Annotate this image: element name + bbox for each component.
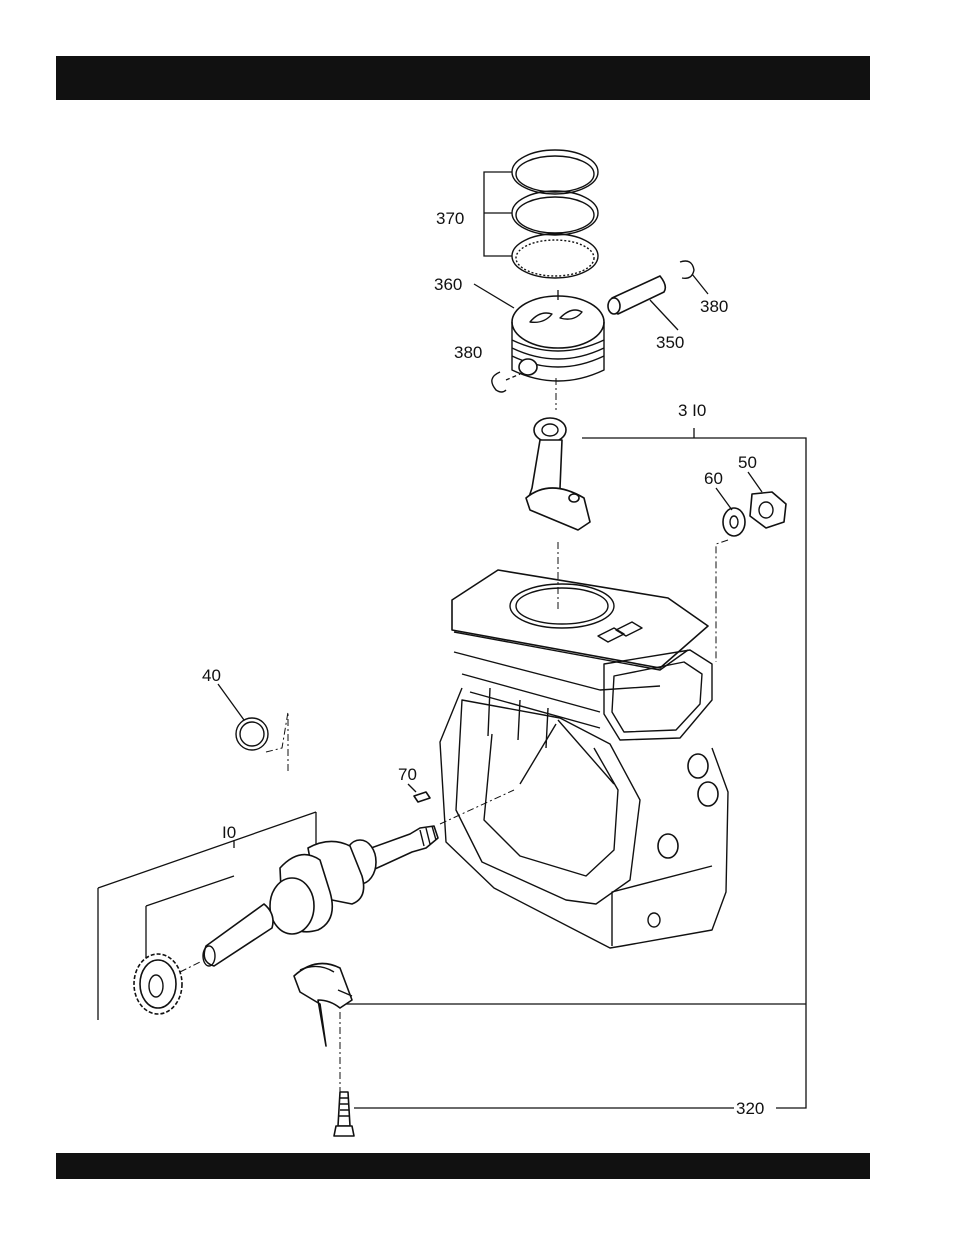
callout-310: 3 I0 bbox=[678, 401, 706, 420]
leader-360 bbox=[474, 284, 514, 308]
callout-70: 70 bbox=[398, 765, 417, 784]
piston bbox=[512, 290, 604, 381]
circlip-right bbox=[680, 261, 694, 278]
timing-gear bbox=[134, 954, 182, 1014]
cap-bolt bbox=[334, 1092, 354, 1136]
leader-60 bbox=[716, 488, 732, 510]
nut bbox=[750, 492, 786, 528]
leader-40 bbox=[218, 684, 244, 720]
callout-360: 360 bbox=[434, 275, 462, 294]
washer bbox=[723, 508, 745, 536]
footer-bar bbox=[56, 1153, 870, 1179]
piston-pin bbox=[608, 276, 665, 314]
callout-50: 50 bbox=[738, 453, 757, 472]
callout-40: 40 bbox=[202, 666, 221, 685]
crankcase bbox=[440, 570, 728, 948]
callout-380-left: 380 bbox=[454, 343, 482, 362]
key bbox=[414, 792, 430, 802]
leader-50 bbox=[748, 472, 762, 492]
crankshaft bbox=[203, 826, 438, 966]
rod-cap bbox=[294, 964, 352, 1047]
connecting-rod bbox=[526, 418, 590, 530]
callout-380-right: 380 bbox=[700, 297, 728, 316]
callout-370: 370 bbox=[436, 209, 464, 228]
circlip-left bbox=[492, 372, 506, 392]
piston-rings bbox=[512, 150, 598, 278]
leader-380b bbox=[692, 274, 708, 294]
callout-350: 350 bbox=[656, 333, 684, 352]
leader-350 bbox=[650, 300, 678, 330]
leader-70 bbox=[408, 784, 416, 792]
callout-60: 60 bbox=[704, 469, 723, 488]
leader-370 bbox=[484, 172, 512, 256]
callout-10: I0 bbox=[222, 823, 236, 842]
callout-320: 320 bbox=[736, 1099, 764, 1118]
snap-ring bbox=[236, 718, 268, 750]
